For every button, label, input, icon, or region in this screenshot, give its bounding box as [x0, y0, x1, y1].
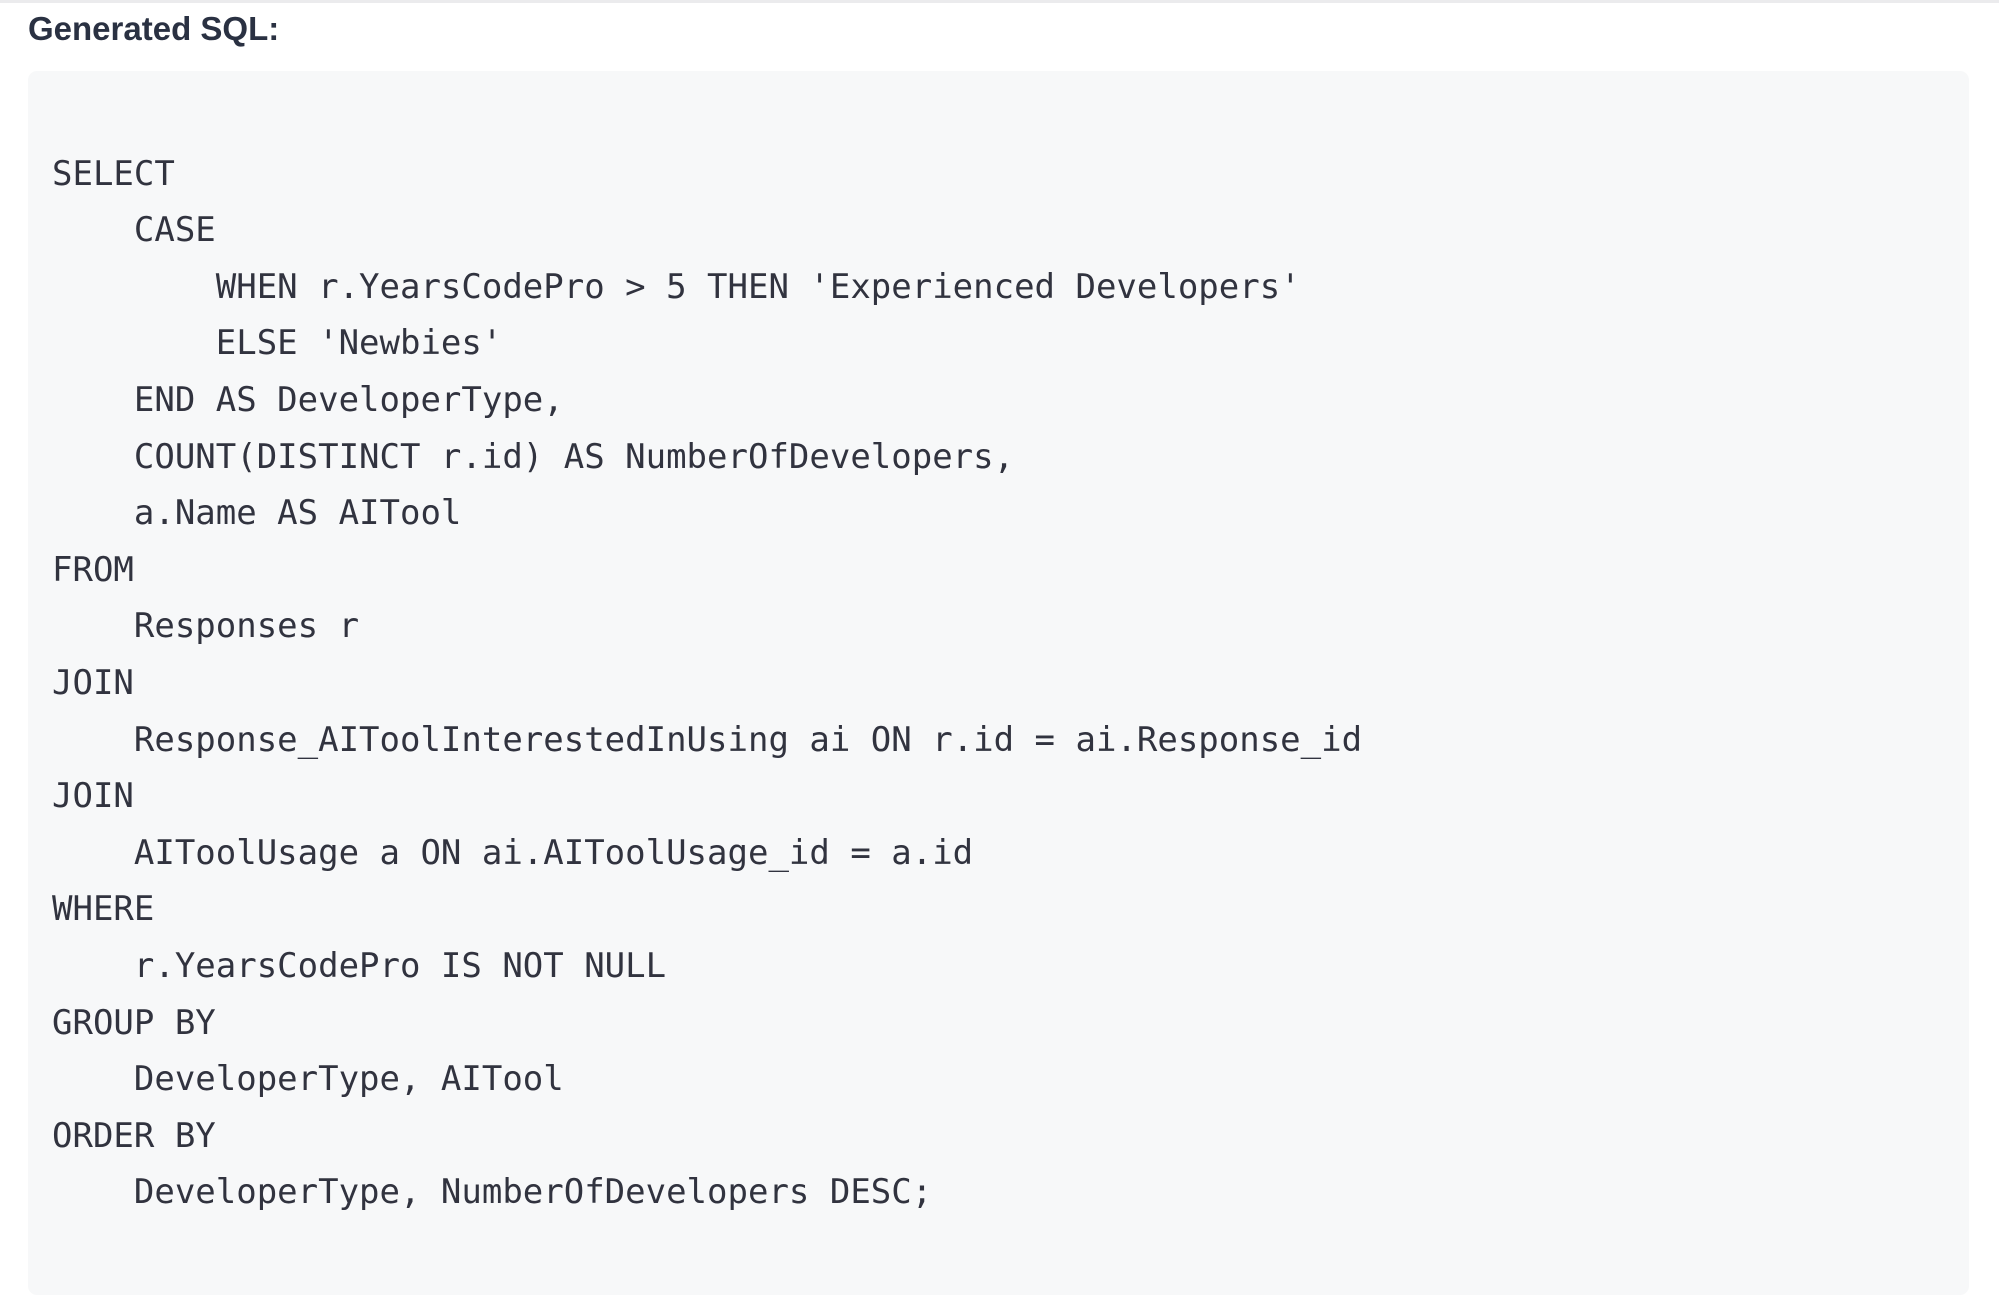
generated-sql-heading: Generated SQL:: [28, 10, 280, 47]
sql-code-block: SELECT CASE WHEN r.YearsCodePro > 5 THEN…: [28, 71, 1969, 1295]
sql-code-pre: SELECT CASE WHEN r.YearsCodePro > 5 THEN…: [28, 71, 1969, 1295]
sql-code: SELECT CASE WHEN r.YearsCodePro > 5 THEN…: [52, 153, 1363, 1213]
top-divider: [0, 0, 1999, 3]
